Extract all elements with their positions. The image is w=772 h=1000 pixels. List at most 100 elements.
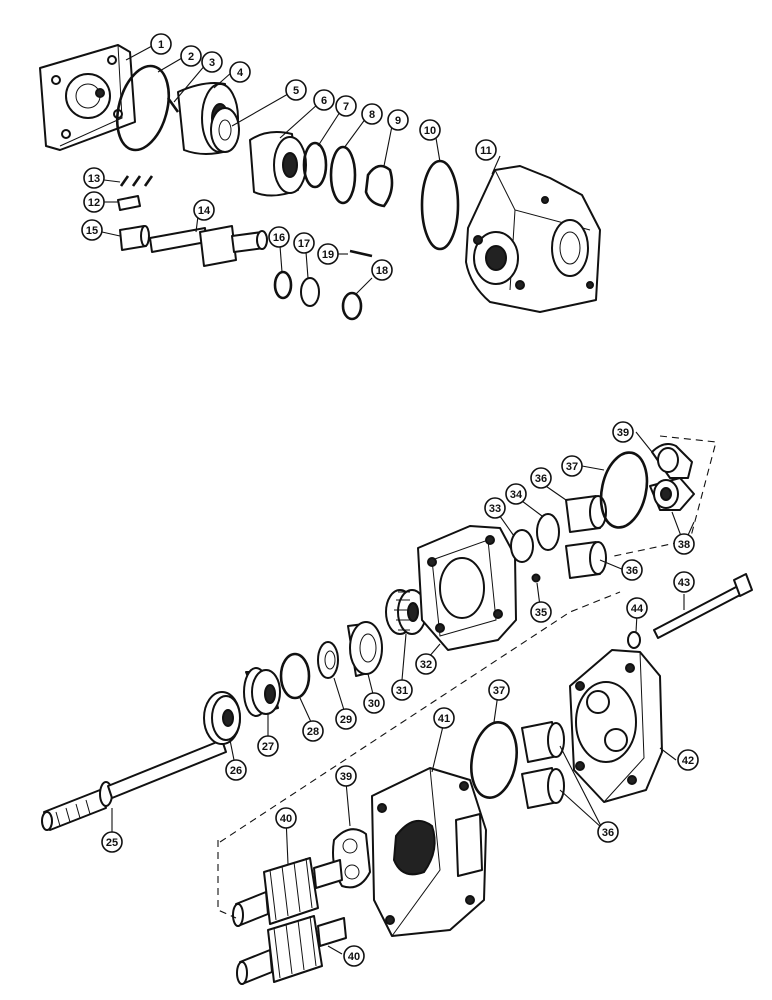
callout-12: 12 xyxy=(83,191,105,213)
callout-10: 10 xyxy=(419,119,441,141)
upper-group-dashed-outline xyxy=(613,435,717,557)
part-11-pump-body xyxy=(465,165,601,313)
part-19-pin xyxy=(349,249,373,258)
part-2-o-ring xyxy=(115,64,171,152)
svg-text:17: 17 xyxy=(298,238,310,250)
svg-text:9: 9 xyxy=(395,115,401,127)
svg-text:38: 38 xyxy=(678,539,690,551)
callout-37-lower: 37 xyxy=(488,679,510,701)
callout-40-lower: 40 xyxy=(343,945,365,967)
svg-text:14: 14 xyxy=(198,205,211,217)
callout-27: 27 xyxy=(257,735,279,757)
part-13-vanes xyxy=(119,175,154,187)
part-31-roller-bearing xyxy=(385,589,427,635)
part-28-o-ring xyxy=(279,652,311,700)
svg-text:10: 10 xyxy=(424,125,436,137)
callout-29: 29 xyxy=(335,708,357,730)
part-26-seal-retainer xyxy=(203,691,241,745)
svg-text:4: 4 xyxy=(237,67,244,79)
upper-leader-lines xyxy=(101,45,501,295)
callout-34: 34 xyxy=(505,483,527,505)
part-33-washer xyxy=(510,529,534,563)
callout-4: 4 xyxy=(229,61,251,83)
callout-32: 32 xyxy=(415,653,437,675)
callout-17: 17 xyxy=(293,232,315,254)
svg-text:34: 34 xyxy=(510,489,523,501)
svg-text:29: 29 xyxy=(340,714,352,726)
callout-40-upper: 40 xyxy=(275,807,297,829)
callout-6: 6 xyxy=(313,89,335,111)
part-30-bearing-cup xyxy=(347,621,383,677)
callout-9: 9 xyxy=(387,109,409,131)
callout-33: 33 xyxy=(484,497,506,519)
callout-44: 44 xyxy=(626,597,648,619)
part-43-bolt xyxy=(653,573,753,639)
callout-28: 28 xyxy=(302,720,324,742)
callout-42: 42 xyxy=(677,749,699,771)
part-40-gear-lower xyxy=(236,915,347,985)
part-3-pin xyxy=(166,97,180,113)
callout-8: 8 xyxy=(361,103,383,125)
part-36-needle-bearing-upper xyxy=(565,495,607,579)
svg-text:2: 2 xyxy=(188,51,194,63)
svg-text:28: 28 xyxy=(307,726,319,738)
callout-18: 18 xyxy=(371,259,393,281)
part-15-bushing xyxy=(119,225,150,251)
svg-text:36: 36 xyxy=(602,827,614,839)
callout-14: 14 xyxy=(193,199,215,221)
callout-36-upper-a: 36 xyxy=(530,467,552,489)
callout-35: 35 xyxy=(530,601,552,623)
part-41-gear-housing xyxy=(371,767,487,937)
lower-assembly xyxy=(41,431,753,985)
svg-text:11: 11 xyxy=(480,145,492,157)
callout-7: 7 xyxy=(335,95,357,117)
part-16-snap-ring xyxy=(273,270,293,300)
svg-text:16: 16 xyxy=(273,232,285,244)
callout-3: 3 xyxy=(201,51,223,73)
part-5-rotor xyxy=(210,107,240,153)
callout-39-upper: 39 xyxy=(612,421,634,443)
part-32-front-housing xyxy=(417,525,517,651)
svg-text:13: 13 xyxy=(88,173,100,185)
svg-text:39: 39 xyxy=(617,427,629,439)
svg-text:1: 1 xyxy=(158,39,164,51)
callout-15: 15 xyxy=(81,219,103,241)
callout-37-upper: 37 xyxy=(561,455,583,477)
callout-11: 11 xyxy=(475,139,497,161)
svg-text:18: 18 xyxy=(376,265,388,277)
upper-assembly xyxy=(39,44,601,321)
svg-text:33: 33 xyxy=(489,503,501,515)
svg-text:8: 8 xyxy=(369,109,375,121)
part-40-gear-upper xyxy=(232,857,343,927)
svg-text:35: 35 xyxy=(535,607,547,619)
part-37-o-ring-lower xyxy=(470,721,518,799)
svg-text:26: 26 xyxy=(230,765,242,777)
svg-text:43: 43 xyxy=(678,577,690,589)
callout-41: 41 xyxy=(433,707,455,729)
part-42-rear-cover xyxy=(569,649,663,803)
part-27-seal xyxy=(243,667,281,717)
callout-19: 19 xyxy=(317,243,339,265)
svg-text:31: 31 xyxy=(396,685,408,697)
part-35-plug xyxy=(531,573,541,583)
callout-25: 25 xyxy=(101,831,123,853)
svg-text:15: 15 xyxy=(86,225,98,237)
part-9-gasket xyxy=(364,164,394,208)
part-34-seal xyxy=(536,513,560,551)
svg-text:44: 44 xyxy=(631,603,644,615)
svg-text:7: 7 xyxy=(343,101,349,113)
part-10-o-ring xyxy=(420,159,460,251)
lower-group-dashed-outline xyxy=(217,840,237,919)
svg-text:19: 19 xyxy=(322,249,334,261)
svg-text:6: 6 xyxy=(321,95,327,107)
callout-1: 1 xyxy=(150,33,172,55)
callout-36-upper-b: 36 xyxy=(621,559,643,581)
part-37-o-ring-upper xyxy=(599,451,649,529)
svg-text:3: 3 xyxy=(209,57,215,69)
svg-text:12: 12 xyxy=(88,197,100,209)
part-44-washer xyxy=(627,631,641,649)
svg-text:40: 40 xyxy=(280,813,292,825)
callout-labels: 1 2 3 4 5 6 7 8 9 10 11 12 13 14 15 16 1… xyxy=(81,33,699,967)
svg-text:25: 25 xyxy=(106,837,118,849)
